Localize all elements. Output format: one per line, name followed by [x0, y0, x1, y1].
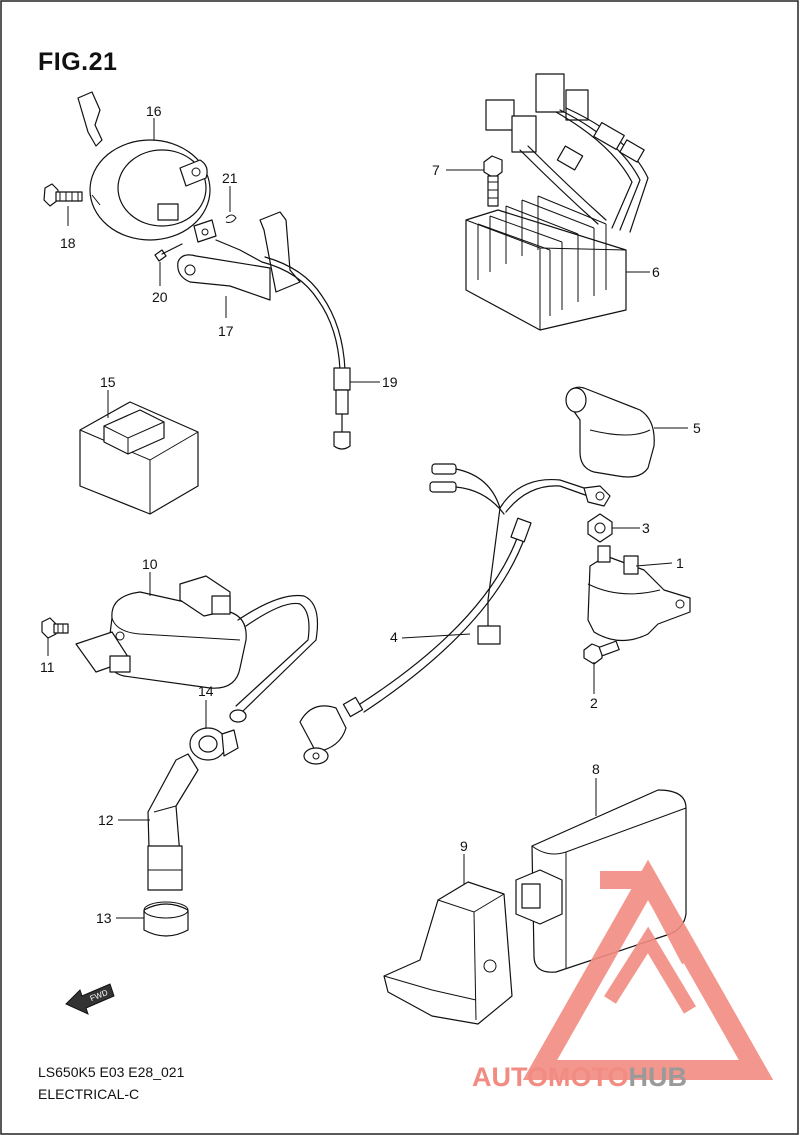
part-18-bolt — [43, 183, 83, 207]
callout-17: 17 — [218, 323, 234, 339]
callout-20: 20 — [152, 289, 168, 305]
callout-8: 8 — [592, 761, 600, 777]
part-13-boot — [143, 901, 189, 937]
fwd-arrow-icon: FWD — [65, 983, 115, 1015]
callout-15: 15 — [100, 374, 116, 390]
footer-model-code: LS650K5 E03 E28_021 — [38, 1064, 185, 1080]
watermark-brand-part1: AUTOMOTOHUB — [472, 1062, 687, 1092]
callout-3: 3 — [642, 520, 650, 536]
callout-13: 13 — [96, 910, 112, 926]
callout-2: 2 — [590, 695, 598, 711]
part-1-starter-relay — [587, 545, 691, 642]
callout-19: 19 — [382, 374, 398, 390]
part-2-bolt — [583, 640, 620, 665]
part-11-bolt — [41, 617, 69, 639]
footer-section: ELECTRICAL-C — [38, 1086, 140, 1102]
part-10-coil — [75, 575, 319, 723]
callout-7: 7 — [432, 162, 440, 178]
part-14-grommet — [189, 727, 239, 761]
part-3-nut — [587, 513, 613, 543]
part-21-clip — [225, 214, 237, 223]
figure-title: FIG.21 — [38, 48, 118, 76]
part-17-bracket — [177, 211, 301, 301]
callout-6: 6 — [652, 264, 660, 280]
part-19-cable — [261, 256, 351, 450]
callout-4: 4 — [390, 629, 398, 645]
callouts: 1 2 3 4 5 6 7 8 9 10 11 12 13 14 15 16 1… — [40, 103, 701, 926]
part-5-boot — [565, 386, 655, 478]
part-16-horn — [77, 91, 211, 241]
watermark-logo-icon — [522, 859, 774, 1080]
callout-21: 21 — [222, 170, 238, 186]
callout-18: 18 — [60, 235, 76, 251]
part-4-harness — [299, 463, 611, 765]
callout-10: 10 — [142, 556, 158, 572]
callout-12: 12 — [98, 812, 114, 828]
callout-1: 1 — [676, 555, 684, 571]
part-7-bolt — [483, 155, 503, 207]
part-20-pin — [154, 243, 183, 262]
callout-11: 11 — [40, 659, 55, 675]
part-15-relay — [79, 401, 199, 515]
part-6-regulator — [465, 73, 649, 331]
callout-14: 14 — [198, 683, 214, 699]
callout-9: 9 — [460, 838, 468, 854]
part-9-cdi-bracket — [383, 881, 513, 1025]
part-12-plug-cap — [147, 753, 199, 891]
callout-16: 16 — [146, 103, 162, 119]
callout-5: 5 — [693, 420, 701, 436]
